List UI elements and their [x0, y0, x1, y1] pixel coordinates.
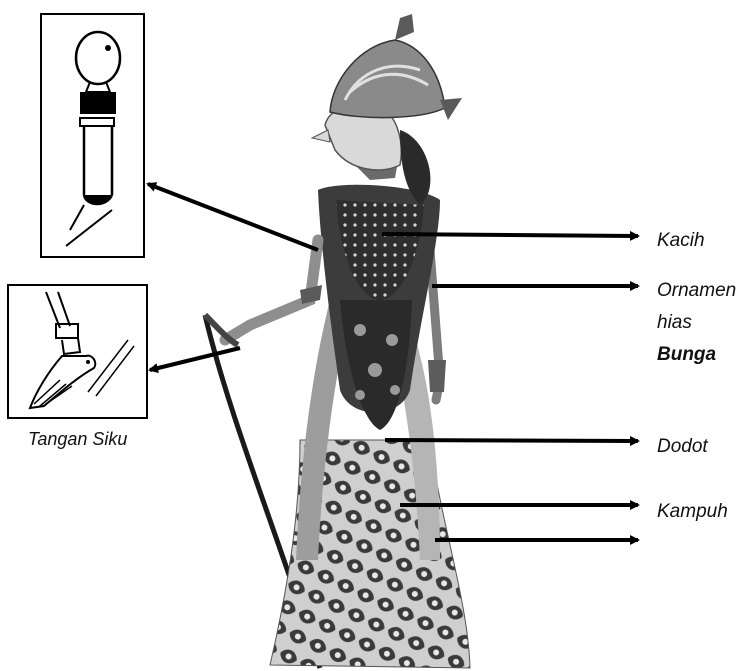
label-ornamen-line2: hias	[657, 312, 692, 334]
label-kampuh: Kampuh	[657, 501, 728, 523]
arrow-dodot	[385, 440, 638, 441]
inset-upper-arm-detail	[41, 14, 144, 257]
label-dodot: Dodot	[657, 436, 708, 458]
arrow-to-hand-inset	[150, 348, 240, 370]
wayang-puppet	[205, 14, 470, 668]
label-kacih: Kacih	[657, 230, 705, 252]
label-ornamen-line3: Bunga	[657, 344, 716, 366]
arrow-to-upper-arm-inset	[148, 184, 318, 250]
arrow-kacih	[382, 234, 638, 236]
label-ornamen-line1: Ornamen	[657, 280, 736, 302]
label-tangan-siku: Tangan Siku	[28, 429, 127, 450]
inset-elbow-hand-detail	[8, 285, 147, 418]
